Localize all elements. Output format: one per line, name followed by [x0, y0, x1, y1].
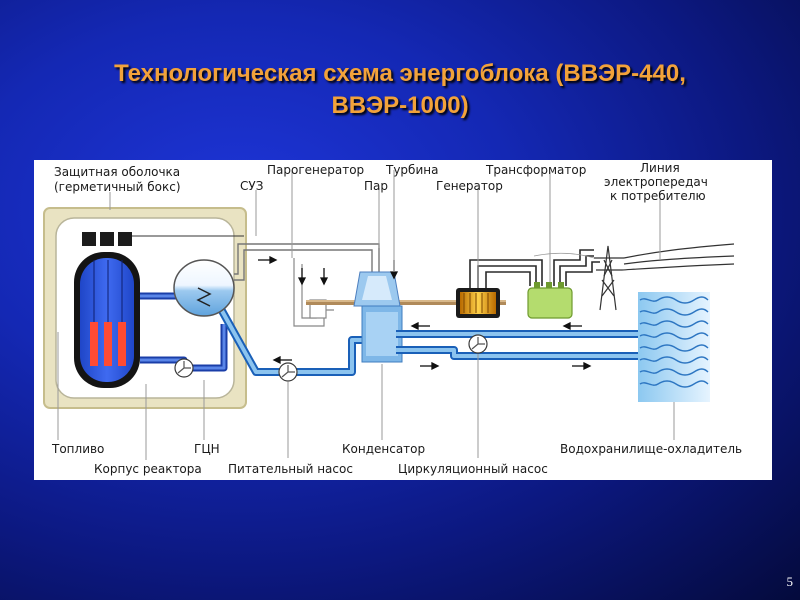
label-steam: Пар [364, 179, 388, 193]
slide-title-line-2: ВВЭР-1000) [331, 92, 469, 119]
cooling-water-pipes [396, 330, 638, 360]
label-condenser: Конденсатор [342, 442, 425, 456]
turbine-shaft [306, 300, 506, 305]
arrow-left-icon [562, 321, 582, 331]
slide-title-line-1: Технологическая схема энергоблока (ВВЭР-… [114, 60, 686, 87]
steam-generator [173, 259, 235, 317]
arrow-down-icon [297, 268, 307, 286]
generator [456, 288, 500, 318]
feedwater-pipe [212, 298, 376, 376]
label-gcn: ГЦН [194, 442, 220, 456]
page-number: 5 [786, 574, 794, 589]
label-containment-line-1: Защитная оболочка [54, 165, 180, 179]
turbine [353, 271, 401, 307]
label-transformer: Трансформатор [485, 163, 586, 177]
circulation-pump-icon [468, 334, 488, 354]
label-powerline-line-1: Линия [640, 161, 680, 175]
arrow-right-icon [420, 361, 440, 371]
label-cooling-pond: Водохранилище-охладитель [560, 442, 742, 456]
arrow-right-icon [572, 361, 592, 371]
arrow-down-icon [319, 268, 329, 286]
label-steam-generator: Парогенератор [267, 163, 364, 177]
label-generator: Генератор [436, 179, 503, 193]
arrow-left-icon [410, 321, 430, 331]
label-containment-line-2: (герметичный бокс) [54, 180, 181, 194]
transformer [527, 282, 573, 319]
label-fuel: Топливо [51, 442, 104, 456]
arrow-left-icon [272, 355, 292, 365]
label-reactor-vessel: Корпус реактора [94, 462, 202, 476]
power-cables [469, 249, 600, 288]
slide-title: Технологическая схема энергоблока (ВВЭР-… [0, 58, 800, 122]
label-circulation-pump: Циркуляционный насос [398, 462, 548, 476]
label-powerline-line-3: к потребителю [610, 189, 706, 203]
label-powerline-line-2: электропередач [604, 175, 708, 189]
control-rod-drives [82, 232, 244, 246]
main-circulation-pump-icon [174, 358, 194, 378]
cooling-pond [638, 292, 710, 402]
transmission-tower [533, 243, 735, 311]
npp-process-diagram: Защитная оболочка (герметичный бокс) СУЗ… [34, 160, 772, 480]
leader-lines [57, 170, 675, 460]
label-suz: СУЗ [240, 179, 263, 193]
feed-pump-icon [278, 362, 298, 382]
label-feed-pump: Питательный насос [228, 462, 353, 476]
condenser [361, 305, 403, 363]
flow-arrows [258, 255, 592, 371]
arrow-right-icon [258, 255, 278, 265]
label-turbine: Турбина [385, 163, 438, 177]
reactor-vessel [74, 252, 140, 388]
